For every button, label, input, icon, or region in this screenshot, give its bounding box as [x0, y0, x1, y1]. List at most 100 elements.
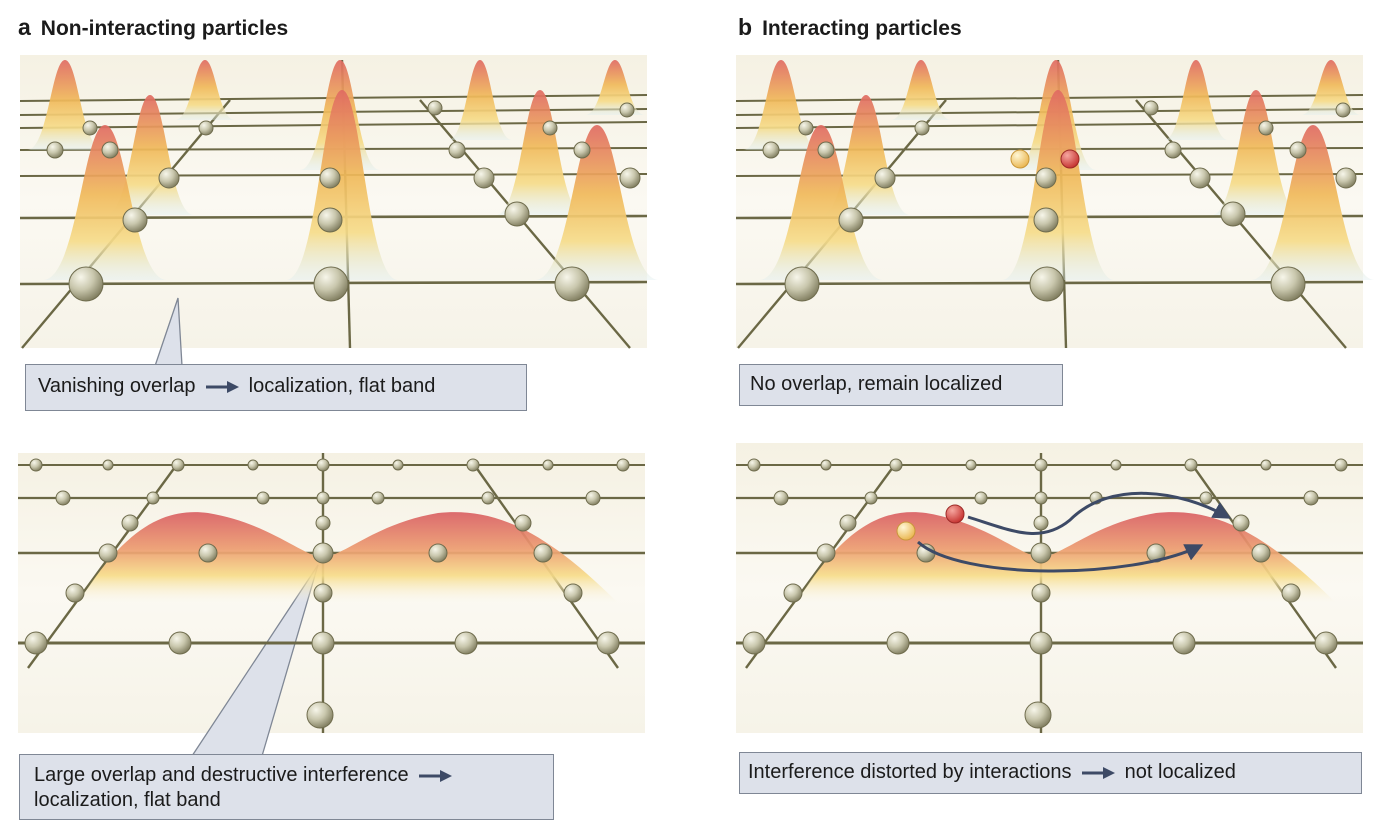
lattice-site [1189, 167, 1211, 189]
lattice-site [874, 167, 896, 189]
lattice-site [392, 459, 404, 471]
panel-a-letter: a [18, 14, 31, 40]
lattice-site [965, 459, 977, 471]
lattice-site [317, 207, 343, 233]
lattice-site [65, 583, 85, 603]
wavefunction-peak [759, 125, 883, 280]
lattice-site [256, 491, 270, 505]
lattice-site [573, 141, 591, 159]
lattice-site [1199, 491, 1213, 505]
caption-text: localization, flat band [34, 789, 221, 811]
lattice-site [247, 459, 259, 471]
lattice-site [914, 120, 930, 136]
lattice-site [864, 491, 878, 505]
lattice-site [889, 458, 903, 472]
lattice-site [1172, 631, 1196, 655]
lattice-bond [1135, 99, 1347, 349]
panel-a-top-caption: Vanishing overlap localization, flat ban… [25, 364, 527, 411]
wavefunction-peak [585, 60, 645, 115]
wavefunction-peak [1002, 90, 1114, 280]
lattice-bond [419, 99, 631, 349]
lattice-site [742, 631, 766, 655]
lattice-site [616, 458, 630, 472]
lattice-site [1184, 458, 1198, 472]
wavefunction-peak [448, 60, 512, 140]
lattice-site [542, 120, 558, 136]
lattice-site [1335, 167, 1357, 189]
lattice-site [816, 543, 836, 563]
lattice-site [428, 543, 448, 563]
lattice-site [146, 491, 160, 505]
delocalized-wavefunction [78, 512, 618, 603]
lattice-site [563, 583, 583, 603]
lattice-site [168, 631, 192, 655]
lattice-site [1289, 141, 1307, 159]
lattice-site [1143, 100, 1159, 116]
lattice-site [1033, 207, 1059, 233]
yellow-particle-hop-arrow [916, 540, 1204, 573]
lattice-site [98, 543, 118, 563]
lattice-site [68, 266, 104, 302]
lattice-site [313, 583, 333, 603]
wavefunction-peak [1251, 125, 1375, 280]
lattice-site [316, 491, 330, 505]
lattice-site [504, 201, 530, 227]
lattice-site [773, 490, 789, 506]
lattice-site [974, 491, 988, 505]
lattice-site [454, 631, 478, 655]
lattice-site [1335, 102, 1351, 118]
lattice-site [448, 141, 466, 159]
wavefunction-peak [286, 90, 398, 280]
wavefunction-peak [175, 60, 235, 120]
lattice-site [122, 207, 148, 233]
lattice-site [596, 631, 620, 655]
lattice-site [1110, 459, 1122, 471]
lattice-site [198, 120, 214, 136]
wavefunction-peak [1212, 90, 1300, 215]
lattice-site [101, 141, 119, 159]
lattice-site [1334, 458, 1348, 472]
lattice-site [1024, 701, 1052, 729]
lattice-site [1030, 542, 1052, 564]
lattice-site [1033, 515, 1049, 531]
lattice-site [839, 514, 857, 532]
wavefunction-peak [1301, 60, 1361, 115]
lattice-site [481, 491, 495, 505]
red-particle [1060, 149, 1080, 169]
caption-text: Large overlap and destructive interferen… [34, 764, 409, 786]
panel-b-bottom-caption: Interference distorted by interactions n… [739, 752, 1362, 794]
lattice-site [1260, 459, 1272, 471]
wavefunction-peak [891, 60, 951, 120]
lattice-site [554, 266, 590, 302]
red-particle-moving [945, 504, 965, 524]
lattice-site [171, 458, 185, 472]
lattice-site [542, 459, 554, 471]
lattice-site [198, 543, 218, 563]
delocalized-wavefunction [796, 512, 1336, 603]
caption-text: No overlap, remain localized [750, 373, 1003, 395]
caption-text: Interference distorted by interactions [748, 761, 1072, 783]
lattice-site [55, 490, 71, 506]
lattice-site [312, 542, 334, 564]
panel-a-top-lattice [19, 59, 659, 349]
lattice-site [1220, 201, 1246, 227]
lattice-site [798, 120, 814, 136]
panel-b-top-caption: No overlap, remain localized [739, 364, 1063, 406]
lattice-site [1034, 491, 1048, 505]
right-arrow-icon [1082, 766, 1116, 779]
lattice-site [1270, 266, 1306, 302]
wavefunction-peak [43, 125, 167, 280]
yellow-particle [1010, 149, 1030, 169]
lattice-site [158, 167, 180, 189]
caption-text: localization, flat band [248, 375, 436, 397]
lattice-site [427, 100, 443, 116]
right-arrow-icon [206, 380, 240, 393]
panel-b-top-lattice [735, 59, 1375, 349]
lattice-site [817, 141, 835, 159]
lattice-site [783, 583, 803, 603]
lattice-site [1314, 631, 1338, 655]
lattice-site [121, 514, 139, 532]
lattice-site [311, 631, 335, 655]
wavefunction-peak [535, 125, 659, 280]
